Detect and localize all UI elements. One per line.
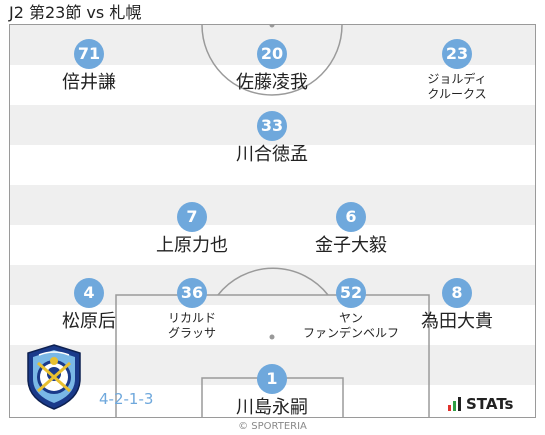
player-number: 6 [336, 202, 366, 232]
player-number: 23 [442, 39, 472, 69]
player-name: 川島永嗣 [236, 397, 308, 418]
stats-bars-icon [448, 397, 462, 411]
page-title: J2 第23節 vs 札幌 [9, 3, 142, 22]
player-number: 52 [336, 278, 366, 308]
player-name: ヤンファンデンベルフ [302, 311, 399, 340]
player-number: 8 [442, 278, 472, 308]
formation-label: 4-2-1-3 [99, 390, 154, 408]
player-name: 上原力也 [156, 235, 228, 256]
player-number: 20 [257, 39, 287, 69]
player-number: 1 [257, 364, 287, 394]
player-number: 36 [177, 278, 207, 308]
player-number: 71 [74, 39, 104, 69]
player-name: 松原后 [62, 311, 116, 332]
jubilo-iwata-crest-icon [27, 344, 81, 410]
player-name: リカルドグラッサ [167, 311, 216, 340]
player-number: 7 [177, 202, 207, 232]
pitch: 71 倍井謙 20 佐藤凌我 23 ジョルディクルークス 33 川合徳孟 7 上… [9, 24, 536, 418]
player-name: 倍井謙 [62, 72, 116, 93]
player-name: 金子大毅 [315, 235, 387, 256]
stats-label: STATs [466, 395, 514, 413]
player-name: 為田大貴 [421, 311, 493, 332]
player-number: 33 [257, 111, 287, 141]
stats-logo: STATs [448, 395, 513, 413]
player-number: 4 [74, 278, 104, 308]
player-name: ジョルディクルークス [427, 72, 487, 101]
copyright: © SPORTERIA [238, 421, 307, 432]
player-name: 川合徳孟 [236, 144, 308, 165]
player-name: 佐藤凌我 [236, 72, 308, 93]
